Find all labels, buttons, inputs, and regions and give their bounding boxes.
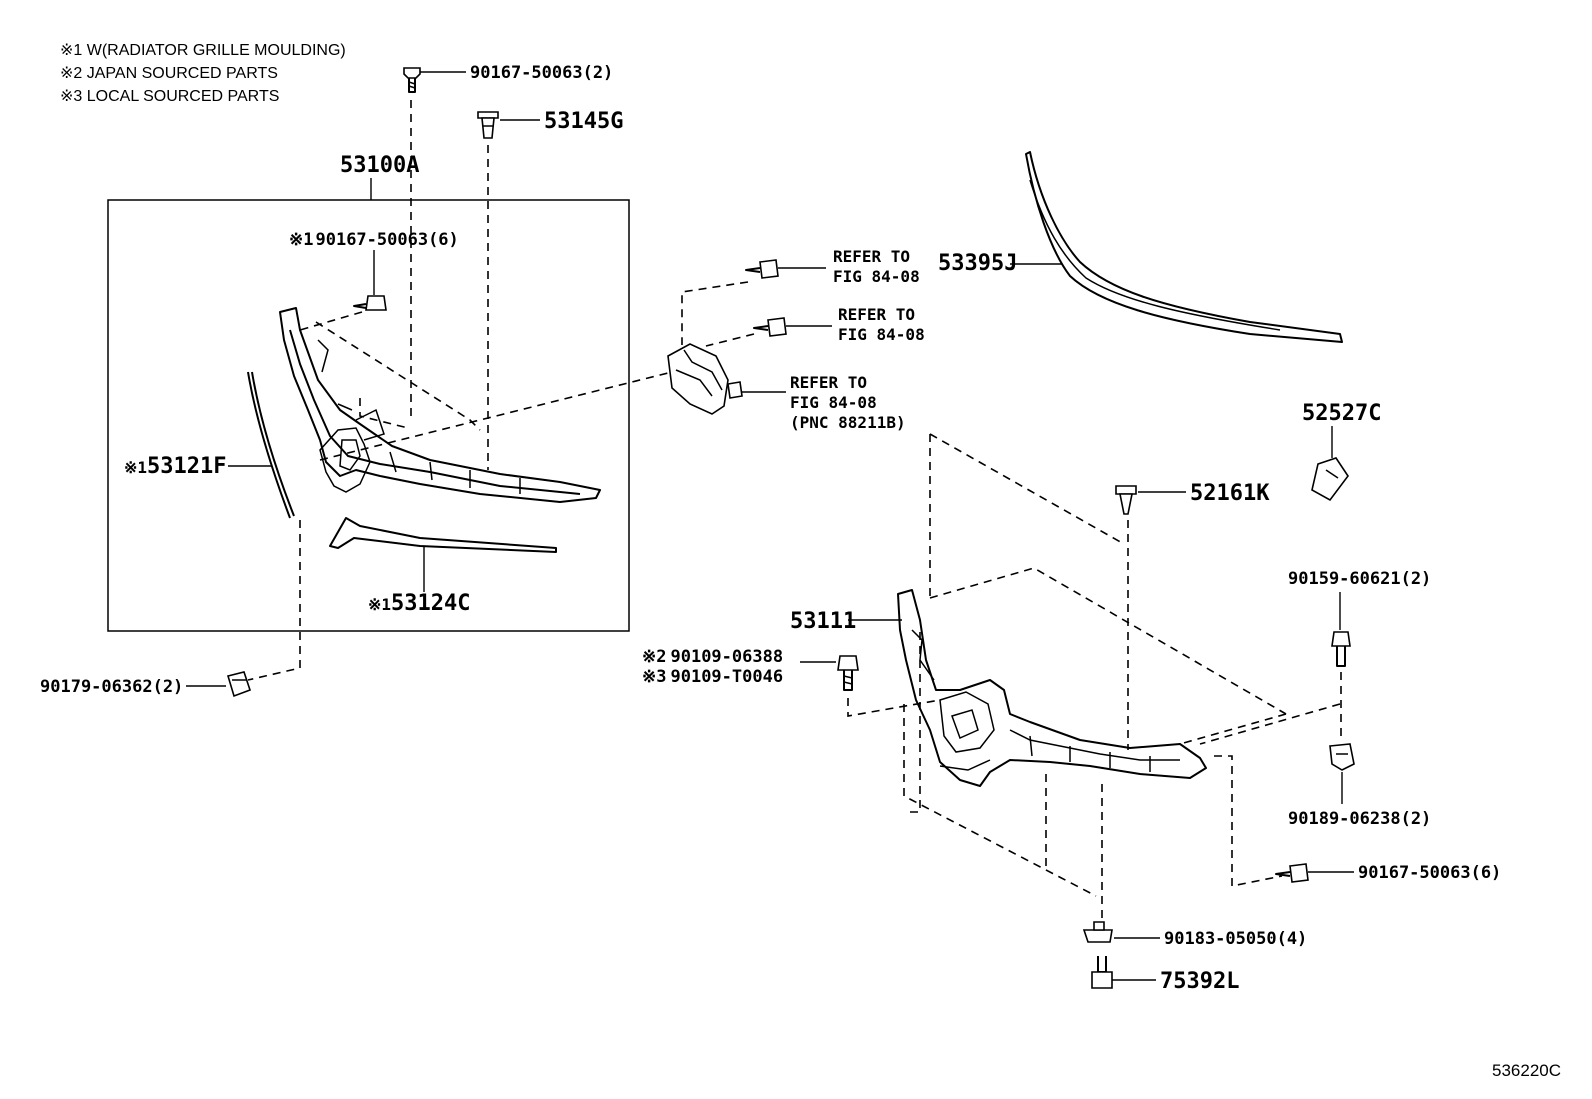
dash-grille-mid [359, 398, 409, 429]
nut-90189-icon [1329, 743, 1355, 771]
screw-ref1-icon [745, 259, 779, 279]
callout-90159-60621-2[interactable]: 90159-60621(2) [1288, 569, 1431, 589]
dash-lower-left [903, 704, 1097, 897]
moulding-53121f-edge [251, 371, 295, 517]
screw-90167-2-icon [403, 67, 421, 93]
nut-90179-icon [226, 671, 252, 698]
note-2: ※2 JAPAN SOURCED PARTS [60, 65, 278, 82]
dash-90167-6-top [299, 311, 363, 331]
callout-90167-50063-6-bottom[interactable]: 90167-50063(6) [1358, 863, 1501, 883]
dash-grille-inner [315, 321, 481, 431]
clip-53145g-icon [477, 111, 499, 139]
dash-90109 [847, 698, 941, 717]
callout-53100a[interactable]: 53100A [340, 153, 419, 178]
dash-box-right-lower [1179, 713, 1287, 745]
moulding-53395j-illustration [1025, 151, 1343, 343]
screw-ref2-icon [753, 317, 787, 337]
callout-52527c[interactable]: 52527C [1302, 401, 1381, 426]
bracket-52527c-icon [1311, 457, 1349, 502]
bolt-90109-icon [837, 655, 859, 691]
callout-90183-05050-4[interactable]: 90183-05050(4) [1164, 929, 1307, 949]
ref2-line2[interactable]: FIG 84-08 [838, 325, 925, 344]
dash-box-top-right [929, 567, 1287, 715]
callout-90167-50063-2[interactable]: 90167-50063(2) [470, 63, 613, 83]
screw-90167-6-top-icon [353, 295, 387, 311]
callout-90189-06238-2[interactable]: 90189-06238(2) [1288, 809, 1431, 829]
illustration-code: 536220C [1492, 1061, 1561, 1080]
dash-ref1 [681, 281, 749, 345]
ref3-line2[interactable]: FIG 84-08 [790, 393, 877, 412]
ref3-line1[interactable]: REFER TO [790, 373, 867, 392]
ref2-line1[interactable]: REFER TO [838, 305, 915, 324]
callout-53121f[interactable]: ※153121F [124, 454, 227, 479]
dash-grille-to-sensor [319, 369, 681, 461]
moulding-53121f-illustration [247, 371, 291, 519]
dash-sensor-box-top [929, 433, 1125, 545]
callout-52161k[interactable]: 52161K [1190, 481, 1270, 506]
screw-90167-6-bottom-icon [1275, 863, 1309, 883]
dash-90159-link [1199, 703, 1341, 745]
radiator-grille-illustration [279, 307, 601, 503]
callout-53395j[interactable]: 53395J [938, 251, 1017, 276]
callout-53145g[interactable]: 53145G [544, 109, 623, 134]
callout-90179-06362-2[interactable]: 90179-06362(2) [40, 677, 183, 697]
callout-53124c[interactable]: ※153124C [368, 591, 471, 616]
note-3: ※3 LOCAL SOURCED PARTS [60, 88, 279, 105]
ref1-line2[interactable]: FIG 84-08 [833, 267, 920, 286]
assembly-frame-53100a [107, 199, 630, 632]
clip-nut-90183-icon [1082, 921, 1113, 943]
ref3-line3[interactable]: (PNC 88211B) [790, 413, 906, 432]
bolt-75392l-icon [1091, 956, 1113, 989]
support-53111-illustration [897, 589, 1207, 787]
dash-90167-6-bottom [1214, 755, 1283, 887]
moulding-53124c-illustration [329, 517, 557, 553]
dash-53111-left [904, 632, 921, 813]
note-1: ※1 W(RADIATOR GRILLE MOULDING) [60, 42, 346, 59]
callout-53111[interactable]: 53111 [790, 609, 856, 634]
radar-sensor-illustration [667, 343, 743, 415]
dash-90179 [247, 520, 301, 681]
notes-legend: ※1 W(RADIATOR GRILLE MOULDING) ※2 JAPAN … [60, 42, 346, 105]
ref1-line1[interactable]: REFER TO [833, 247, 910, 266]
bolt-90159-icon [1331, 631, 1351, 667]
dash-ref2 [705, 333, 755, 347]
clip-52161k-icon [1115, 485, 1137, 515]
callout-75392l[interactable]: 75392L [1160, 969, 1239, 994]
